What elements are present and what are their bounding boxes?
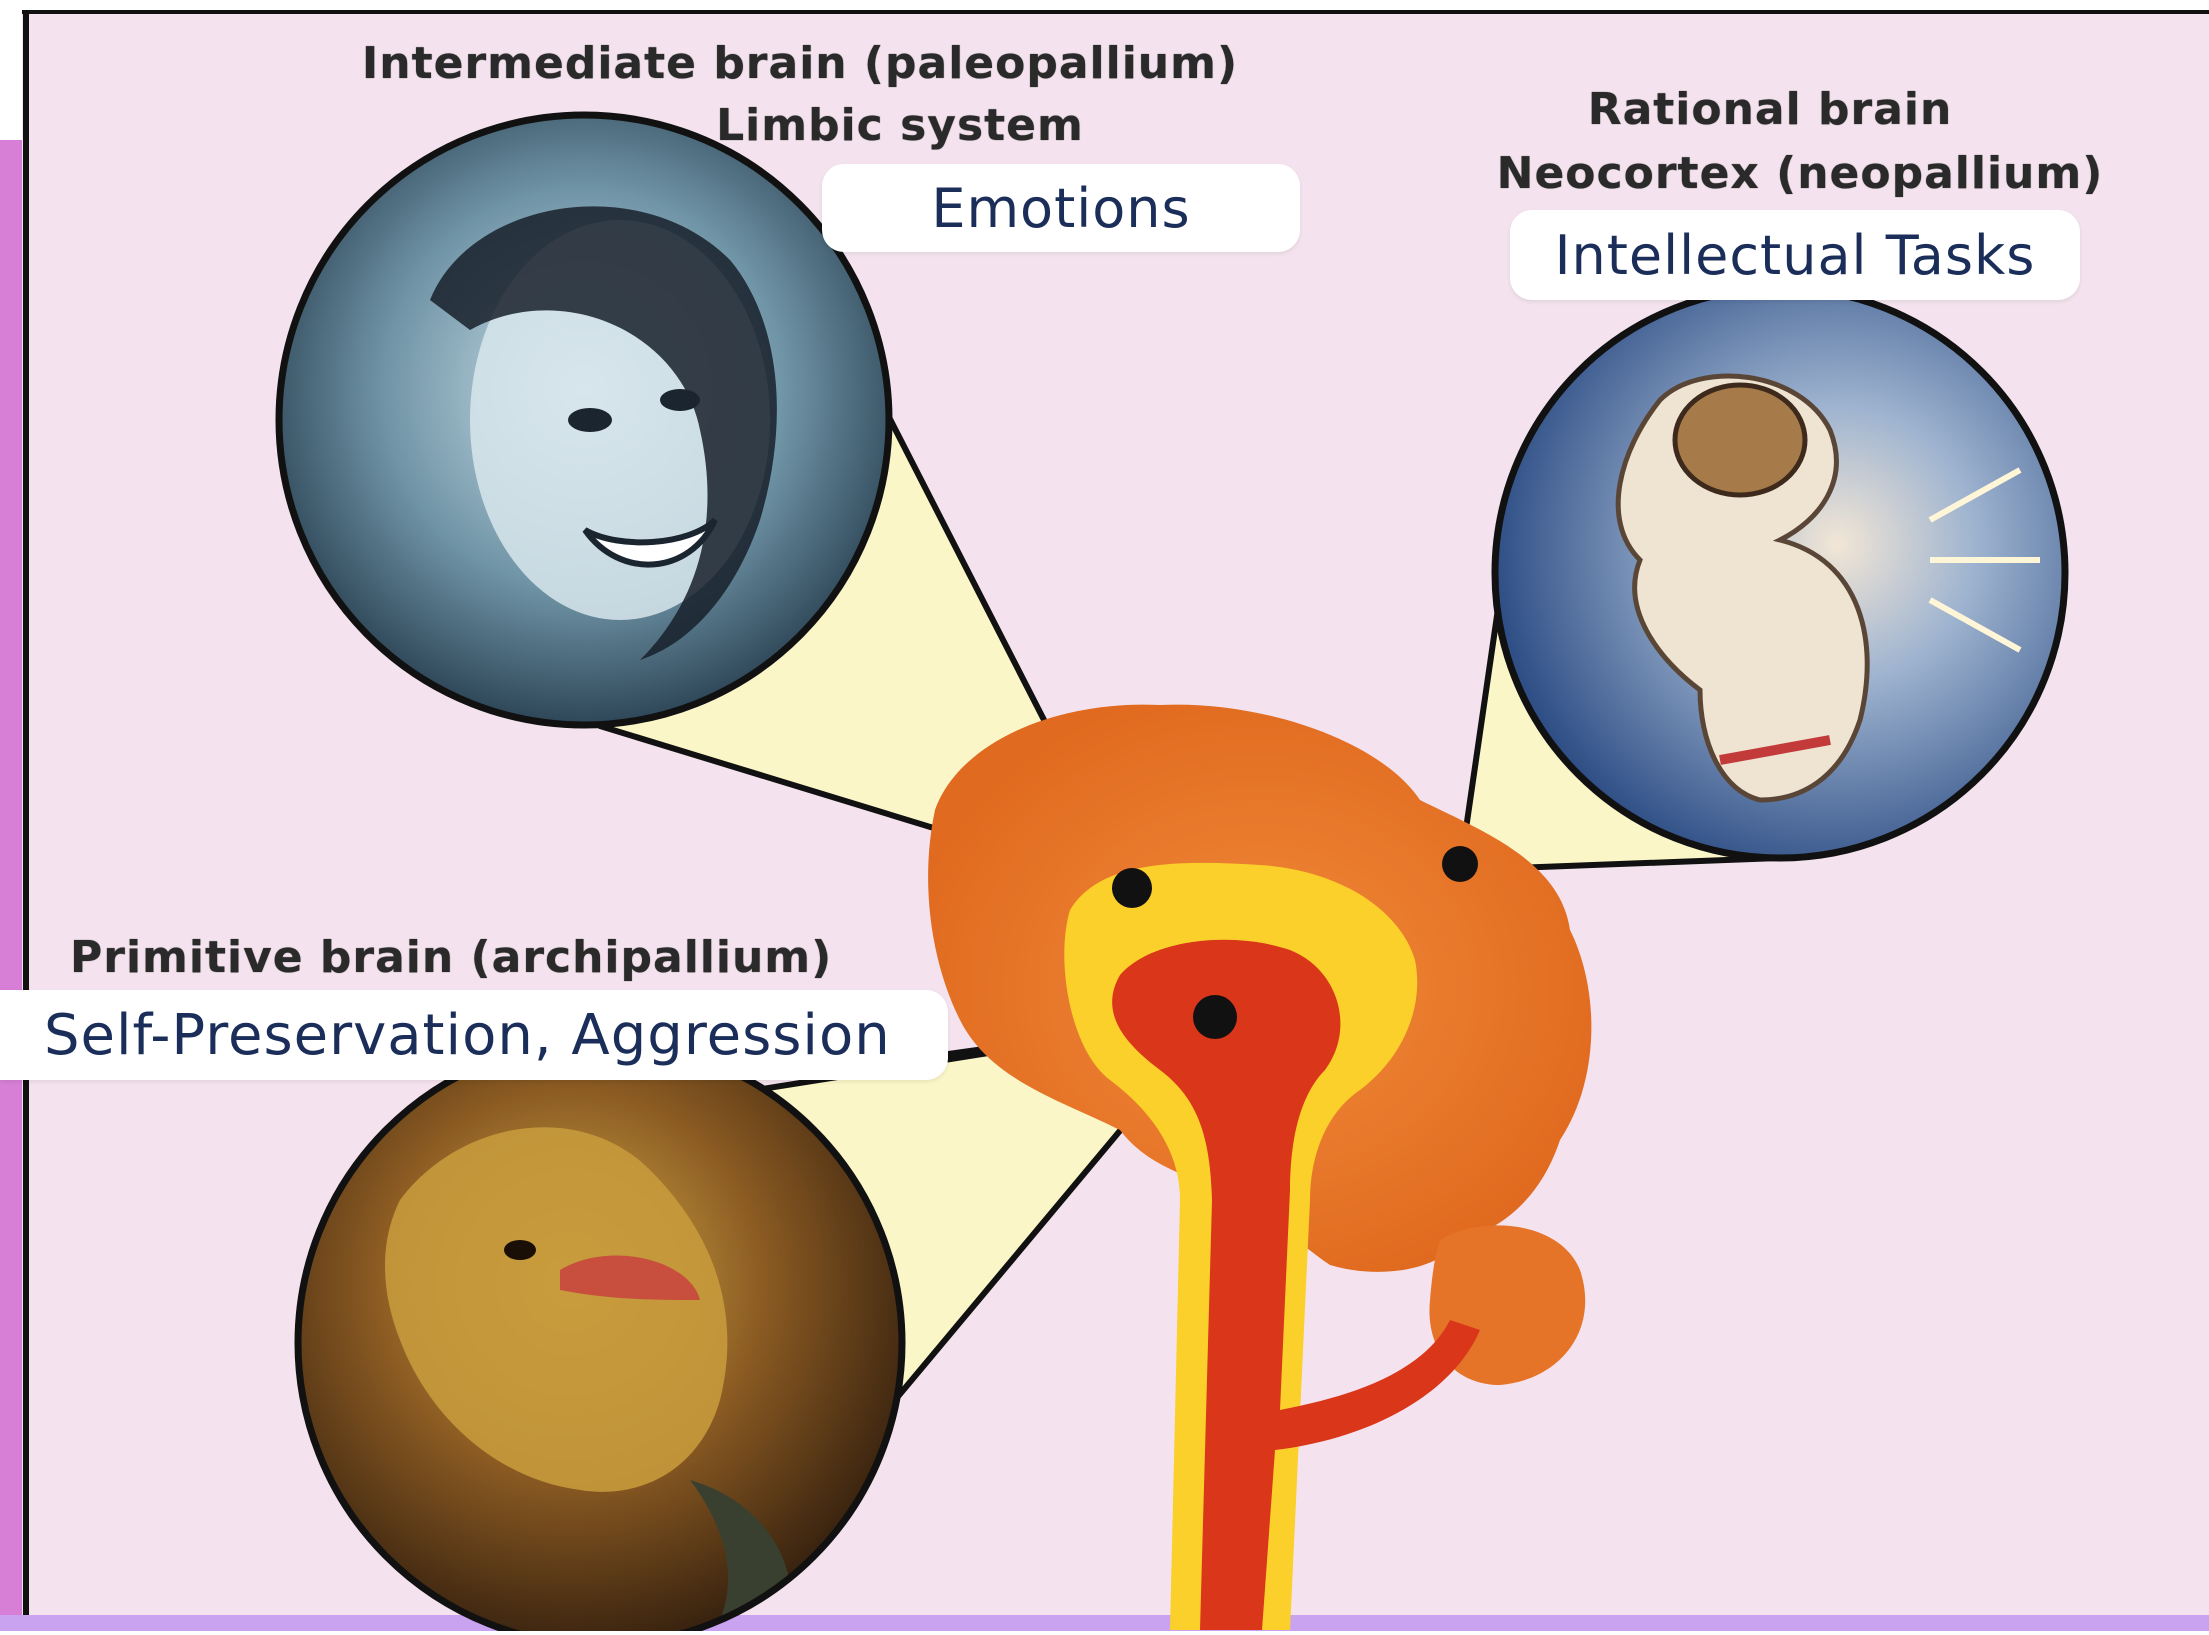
intermediate-brain-heading: Intermediate brain (paleopallium) bbox=[340, 38, 1260, 89]
reptile-photo-icon bbox=[298, 1041, 902, 1631]
bottom-accent-border bbox=[0, 1615, 2209, 1631]
self-preservation-label: Self-Preservation, Aggression bbox=[0, 990, 948, 1080]
intellectual-tasks-label: Intellectual Tasks bbox=[1510, 210, 2080, 300]
laughing-face-photo-icon bbox=[279, 115, 889, 725]
primitive-pointer-dot bbox=[1193, 995, 1237, 1039]
neocortex-heading: Neocortex (neopallium) bbox=[1480, 148, 2120, 199]
intellect-pointer-dot bbox=[1442, 846, 1478, 882]
emotions-pointer-dot bbox=[1112, 868, 1152, 908]
rational-brain-heading: Rational brain bbox=[1560, 84, 1980, 135]
astronaut-illustration-icon bbox=[1495, 288, 2065, 858]
limbic-system-heading: Limbic system bbox=[640, 100, 1160, 151]
primitive-brain-heading: Primitive brain (archipallium) bbox=[70, 932, 870, 983]
emotions-label: Emotions bbox=[822, 164, 1300, 252]
